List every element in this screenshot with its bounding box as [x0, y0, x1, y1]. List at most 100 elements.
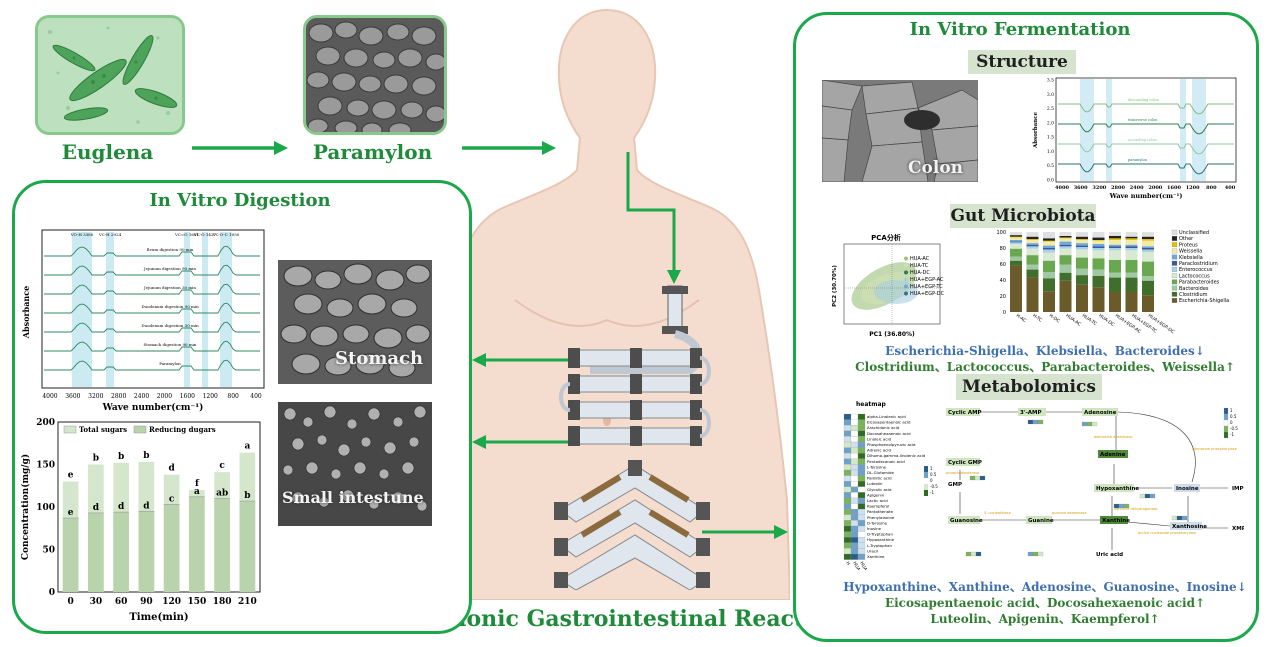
heatmap-row-label: D-Tryptophan [867, 532, 893, 537]
pca-ylabel: PC2 (30.70%) [832, 265, 838, 307]
pca-legend-dot [904, 263, 908, 268]
bar-ytick: 100 [36, 503, 55, 513]
microbiota-bar-segment [1092, 240, 1105, 244]
ftir-colon-trace-label: transverse colon [1128, 118, 1158, 122]
arrow-paramylon-to-body [462, 141, 556, 155]
microbiota-bar-segment [1125, 232, 1138, 237]
heatmap-cell [843, 548, 852, 555]
ftir-dig-tick: 1200 [203, 393, 218, 400]
heatmap-row-label: Xanthine [867, 554, 885, 559]
heatmap-cell [843, 537, 852, 543]
pca-xlabel: PC1 (36.80%) [869, 331, 915, 338]
microbiota-bar-segment [1026, 264, 1039, 270]
reactor-illustration [554, 152, 711, 590]
microbiota-bar-segment [1043, 272, 1055, 279]
ftir-dig-trace-label: Paramylon [159, 361, 181, 366]
microbiota-ytick: 0 [1003, 310, 1006, 316]
pathway-node-label: Inosine [1176, 486, 1199, 492]
gut-microbiota-tab: Gut Microbiota [950, 204, 1096, 228]
pathway-mini-heat [1032, 551, 1039, 557]
heatmap-cell [857, 464, 866, 471]
microbiota-legend-swatch [1171, 229, 1178, 235]
heatmap-cell [850, 497, 859, 504]
heatmap-cell [857, 475, 866, 482]
pathway-node-label: Cyclic AMP [948, 410, 982, 416]
pathway-mini-heat [1176, 515, 1183, 521]
pathway-node-label: XMP [1232, 526, 1244, 532]
microbiota-bar-segment [1059, 241, 1072, 245]
microbiota-xtick: H-DC [1048, 313, 1061, 325]
pathway-node-label: Xanthosine [1172, 524, 1207, 530]
ftir-dig-trace [44, 340, 260, 352]
microbiota-legend-label: Weissella [1179, 249, 1202, 255]
bar-legend-swatch [63, 425, 77, 434]
ftir-colon-ytick: 1.0 [1047, 149, 1054, 155]
heatmap-cell [850, 531, 859, 538]
bar-total-letter: b [143, 451, 149, 461]
microbiota-bar-segment [1142, 252, 1154, 262]
bar-xtick: 180 [213, 597, 232, 607]
pathway-mini-heat [1032, 419, 1039, 425]
pathway-enzyme-label: phosphodiesterase [946, 471, 979, 475]
heatmap-cell [850, 475, 859, 482]
heatmap-cell [843, 503, 852, 510]
microbiota-bar-segment [1109, 260, 1121, 273]
pathway-mini-heat [1027, 551, 1034, 557]
pathway-scale-swatch [1223, 407, 1229, 415]
microbiota-legend-label: Other [1179, 236, 1194, 242]
bar-xlabel: Time(min) [129, 612, 188, 623]
pca-legend-label: HUA+EGP-TC [910, 284, 943, 290]
pathway-mini-heat [1086, 421, 1093, 427]
arrow-to-stomach [472, 353, 568, 367]
microbiota-bar-segment [1142, 240, 1154, 247]
heatmap-scale-swatch [924, 466, 928, 472]
heatmap-cell [843, 436, 852, 443]
heatmap-row-label: Glycolic acid [867, 487, 892, 492]
microbiota-bar-segment [1076, 268, 1088, 276]
pathway-mini-heat [1144, 493, 1151, 499]
ftir-dig-trace-label: Duodenum digestion 90 min [141, 304, 199, 309]
heatmap-scale-swatch [924, 472, 928, 478]
pathway-scale-swatch [1223, 413, 1229, 421]
colon-sem-image [822, 80, 978, 182]
pathway-enzyme-label: 5'-nucleotidase [984, 511, 1011, 515]
microbiota-bar-segment [1109, 244, 1121, 247]
bar-total-letter: d [168, 464, 175, 474]
heatmap-row-label: Linoleic acid [867, 436, 892, 441]
ftir-dig-trace-label: Jejunum digestion 30 min [143, 285, 196, 290]
pathway-node-label: Cyclic GMP [948, 460, 982, 466]
microbiota-bar-segment [1026, 248, 1039, 256]
microbiota-bar-segment [1092, 250, 1105, 259]
heatmap-col-label: H [844, 561, 851, 567]
ftir-dig-tick: 800 [227, 393, 239, 400]
heatmap-row-label: alpha-Linolenic acid [867, 414, 906, 419]
bar-legend-label: Total sugars [79, 425, 127, 434]
pathway-mini-heat [979, 475, 986, 481]
pathway-mini-heat [1181, 515, 1188, 521]
microbiota-bar-segment [1092, 248, 1105, 251]
heatmap-cell [857, 469, 866, 476]
bar-xtick: 90 [140, 597, 153, 607]
heatmap-scale-label: 0 [930, 478, 933, 483]
heatmap-row-label: DL-Glutamide [867, 470, 894, 475]
heatmap-cell [857, 531, 866, 538]
pathway-mini-heat [1037, 419, 1044, 425]
microbiota-bar-segment [1092, 276, 1105, 288]
microbiota-xtick: HUA-TC [1081, 313, 1098, 327]
microbiota-legend-swatch [1171, 285, 1178, 291]
heatmap-cell [843, 531, 852, 538]
microbiota-bar-segment [1109, 272, 1121, 278]
bar-legend-swatch [133, 425, 147, 434]
ftir-colon-ytick: 1.5 [1047, 135, 1054, 141]
microbiota-bar-segment [1043, 291, 1055, 312]
ftir-dig-tick: 2000 [157, 393, 172, 400]
pathway-node-label: Guanosine [950, 518, 983, 524]
pathway-node-label: Adenine [1100, 452, 1126, 458]
pca-legend-dot [904, 291, 908, 296]
ftir-colon-trace [1058, 163, 1234, 175]
heatmap-cell [850, 441, 859, 448]
microbiota-legend-swatch [1171, 273, 1178, 279]
microbiota-bar-segment [1026, 243, 1039, 245]
microbiota-bar-segment [1026, 239, 1039, 240]
structure-tab: Structure [968, 50, 1076, 74]
